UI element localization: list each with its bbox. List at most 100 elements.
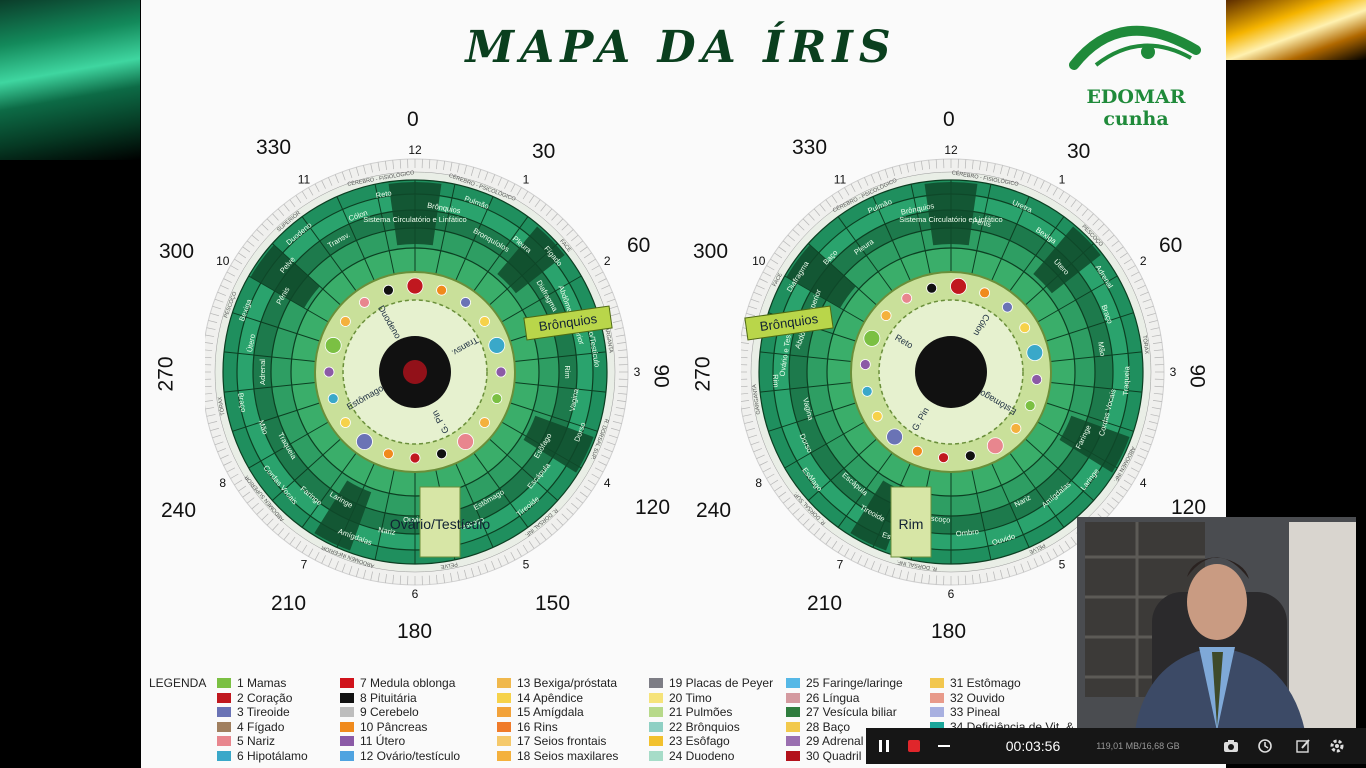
sector-divider — [837, 216, 893, 292]
legend-swatch — [497, 678, 511, 689]
scale-tick — [242, 491, 251, 498]
legend-swatch — [217, 678, 231, 689]
sector-divider — [768, 402, 857, 432]
webcam-overlay — [1077, 517, 1356, 731]
deg-90-right: 90 — [1185, 364, 1209, 388]
iris-zone-label: Pênis — [972, 216, 992, 229]
clock-hour-label: 10 — [752, 254, 766, 268]
scale-tick — [477, 565, 482, 575]
sector-divider — [1037, 275, 1118, 323]
schedule-button[interactable] — [1252, 728, 1278, 764]
legend-item: 31 Estômago — [930, 676, 1074, 691]
scale-tick — [928, 160, 931, 170]
organ-marker — [324, 337, 342, 354]
scale-tick — [1151, 334, 1161, 337]
scale-tick — [1153, 392, 1163, 395]
scale-tick — [212, 305, 222, 310]
scale-tick — [935, 575, 938, 585]
legend-swatch — [340, 707, 354, 718]
scale-tick — [251, 234, 259, 242]
deg-270-left: 270 — [154, 356, 178, 392]
scale-tick — [385, 161, 387, 171]
scale-tick — [1058, 191, 1065, 200]
deg-330-left: 330 — [256, 136, 292, 159]
sector-divider — [1050, 381, 1143, 393]
legend-swatch — [649, 750, 663, 761]
legend-label: 33 Pineal — [950, 705, 1001, 720]
scale-tick — [1123, 258, 1132, 265]
presentation-slide: MAPA DA ÍRIS EDOMAR cunha 0 30 60 90 120… — [141, 0, 1226, 768]
clock-hour-label: 3 — [1170, 365, 1177, 379]
scale-tick — [556, 218, 564, 226]
iris-zone-label: Rim — [563, 365, 572, 378]
iris-zone-label: Sistema Circulatório e Linfático — [363, 215, 466, 224]
scale-tick — [591, 473, 600, 479]
scale-tick — [392, 574, 395, 584]
scale-tick — [611, 312, 620, 317]
scale-tick — [850, 183, 856, 193]
legend-item: 3 Tireoide — [217, 705, 308, 720]
scale-tick — [208, 320, 218, 323]
iris-zone-label: Mão — [1096, 341, 1107, 357]
clock-hour-label: 5 — [1059, 557, 1066, 571]
scale-tick — [742, 414, 752, 417]
scale-tick — [314, 183, 320, 193]
scale-tick — [986, 162, 989, 172]
iris-zone-label: Vagina — [568, 387, 581, 412]
legend-swatch — [497, 721, 511, 732]
scale-tick — [363, 165, 366, 175]
scale-tick — [230, 265, 239, 271]
scale-tick — [1119, 252, 1128, 259]
sector-divider — [488, 438, 559, 501]
scale-tick — [928, 574, 931, 584]
scale-tick — [256, 508, 264, 515]
scale-tick — [551, 523, 558, 531]
legend-swatch — [930, 678, 944, 689]
scale-tick — [328, 558, 333, 567]
legend-swatch — [340, 721, 354, 732]
scale-tick — [766, 473, 775, 479]
clock-hour-label: 1 — [1059, 173, 1066, 187]
organ-marker — [886, 428, 903, 446]
scale-tick — [750, 298, 760, 303]
pause-button[interactable] — [870, 728, 898, 764]
scale-tick — [594, 271, 604, 277]
legend-label: 8 Pituitária — [360, 690, 417, 705]
scale-tick — [579, 246, 588, 253]
scale-tick — [1087, 213, 1094, 221]
ring-region-label: TÓRAX — [1141, 335, 1151, 355]
scale-tick — [891, 568, 896, 577]
settings-button[interactable] — [1324, 728, 1350, 764]
scale-tick — [1142, 441, 1152, 446]
scale-tick — [355, 167, 360, 176]
organ-marker — [479, 417, 490, 428]
minimize-button[interactable] — [930, 728, 958, 764]
clock-hour-label: 7 — [837, 557, 844, 571]
scale-tick — [1142, 298, 1152, 303]
iris-zone-label: Pescoço — [921, 513, 951, 525]
stop-button[interactable] — [900, 728, 928, 764]
scale-tick — [1081, 208, 1089, 216]
scale-tick — [792, 229, 800, 236]
organ-marker — [495, 366, 507, 378]
iris-zone-label: Útero — [245, 333, 257, 353]
sector-divider — [514, 381, 607, 393]
legend-label: 10 Pâncreas — [360, 719, 428, 734]
scale-tick — [428, 159, 431, 169]
kidney-zone-box — [419, 486, 461, 558]
annotate-button[interactable] — [1290, 728, 1316, 764]
scale-tick — [964, 159, 967, 169]
scale-tick — [750, 441, 760, 446]
scale-tick — [545, 208, 553, 216]
deg-60-left: 60 — [627, 234, 651, 257]
scale-tick — [321, 180, 326, 189]
scale-tick — [256, 229, 264, 236]
screenshot-button[interactable] — [1218, 728, 1244, 764]
scale-tick — [797, 513, 805, 521]
legend-swatch — [930, 721, 944, 732]
scale-tick — [616, 342, 626, 344]
legend-label: 25 Faringe/laringe — [806, 676, 903, 691]
organ-marker — [871, 410, 883, 422]
scale-tick — [301, 191, 308, 200]
